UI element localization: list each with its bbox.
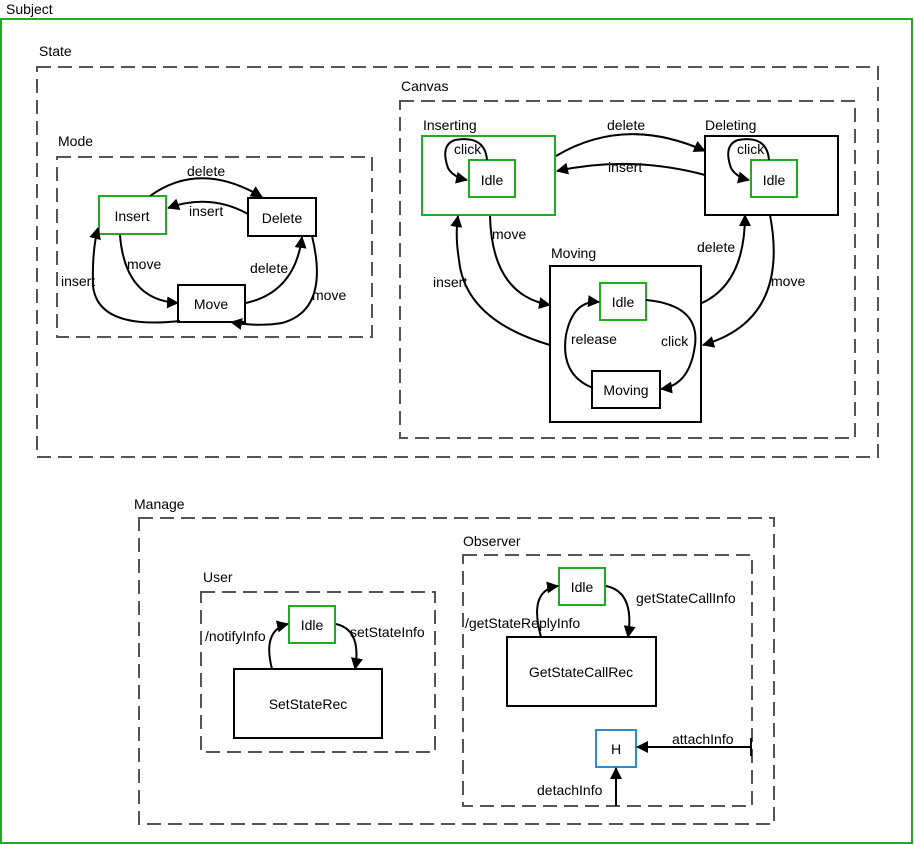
canvas-deleting-idle xyxy=(750,159,798,198)
user-edge-to-idle-label: /notifyInfo xyxy=(205,628,266,644)
canvas-region xyxy=(399,100,856,439)
observer-detach-label: detachInfo xyxy=(537,782,603,798)
state-region-title: State xyxy=(39,43,72,59)
observer-idle-label: Idle xyxy=(571,579,594,595)
canvas-inserting-state xyxy=(421,135,556,216)
mode-insert-state xyxy=(98,195,167,235)
observer-edge-to-state xyxy=(605,585,636,638)
canvas-moving-idle xyxy=(599,282,647,321)
canvas-edge-inserting-to-moving xyxy=(489,215,551,310)
canvas-edge-inserting-to-moving-label: move xyxy=(492,226,526,242)
canvas-moving-click-label: click xyxy=(661,333,689,349)
state-region xyxy=(36,66,879,458)
canvas-moving-inner-state xyxy=(591,370,661,409)
observer-region xyxy=(462,554,753,807)
mode-region-title: Mode xyxy=(58,133,93,149)
canvas-moving-label: Moving xyxy=(551,245,596,261)
canvas-moving-idle-label: Idle xyxy=(612,294,635,310)
user-idle-label: Idle xyxy=(301,617,324,633)
mode-edge-move-to-delete-label: delete xyxy=(250,260,288,276)
canvas-inserting-click-loop xyxy=(444,138,488,184)
observer-getstatecallrec-state xyxy=(506,636,657,707)
mode-edge-delete-to-move xyxy=(230,235,318,330)
mode-edge-move-to-insert xyxy=(89,227,181,324)
user-region-title: User xyxy=(203,569,233,585)
mode-edge-insert-to-delete-label: delete xyxy=(187,163,225,179)
manage-region-title: Manage xyxy=(134,496,185,512)
canvas-edge-deleting-to-inserting-label: insert xyxy=(608,159,642,175)
canvas-deleting-click-loop xyxy=(727,138,770,184)
observer-attach-label: attachInfo xyxy=(672,731,734,747)
canvas-moving-click-edge xyxy=(645,299,697,394)
canvas-deleting-label: Deleting xyxy=(705,117,756,133)
canvas-deleting-idle-label: Idle xyxy=(763,172,786,188)
user-edge-to-state xyxy=(335,623,363,670)
user-region xyxy=(200,591,436,753)
user-idle-state xyxy=(288,605,336,644)
manage-region xyxy=(138,517,775,825)
observer-edge-to-idle xyxy=(536,581,559,638)
observer-getstatecallrec-label: GetStateCallRec xyxy=(529,664,633,680)
canvas-inserting-click-label: click xyxy=(454,141,482,157)
mode-edge-move-to-delete xyxy=(245,236,307,304)
mode-edge-delete-to-insert-label: insert xyxy=(189,203,223,219)
subject-frame xyxy=(0,18,913,844)
user-setstaterec-state xyxy=(233,668,383,739)
user-edge-to-idle xyxy=(268,620,289,670)
mode-move-label: Move xyxy=(194,296,228,312)
mode-edge-delete-to-insert xyxy=(167,198,249,215)
mode-edge-insert-to-delete xyxy=(149,177,263,198)
canvas-moving-inner-label: Moving xyxy=(603,382,648,398)
mode-delete-label: Delete xyxy=(262,210,303,226)
subject-title: Subject xyxy=(6,1,53,17)
observer-edge-to-idle-label: /getStateReplyInfo xyxy=(465,615,580,631)
observer-idle-state xyxy=(558,567,606,606)
canvas-inserting-label: Inserting xyxy=(423,117,477,133)
mode-insert-label: Insert xyxy=(114,208,149,224)
canvas-edge-deleting-to-inserting xyxy=(556,162,706,176)
user-edge-to-state-label: setStateInfo xyxy=(350,624,425,640)
canvas-edge-moving-to-inserting-label: insert xyxy=(433,274,467,290)
canvas-edge-moving-to-inserting xyxy=(450,215,551,346)
canvas-edge-inserting-to-deleting xyxy=(555,133,706,157)
canvas-edge-moving-to-deleting-label: delete xyxy=(697,239,735,255)
canvas-moving-release-label: release xyxy=(571,331,617,347)
canvas-moving-release-edge xyxy=(564,295,600,389)
observer-region-title: Observer xyxy=(463,533,521,549)
mode-edge-move-to-insert-label: insert xyxy=(61,273,95,289)
canvas-edge-deleting-to-moving xyxy=(702,214,775,348)
mode-delete-state xyxy=(247,197,317,237)
canvas-inserting-idle xyxy=(468,159,516,198)
user-setstaterec-label: SetStateRec xyxy=(269,696,348,712)
observer-history-label: H xyxy=(611,741,621,757)
mode-edge-insert-to-move-label: move xyxy=(127,256,161,272)
mode-edge-delete-to-move-label: move xyxy=(312,287,346,303)
observer-edge-to-state-label: getStateCallInfo xyxy=(636,590,736,606)
mode-region xyxy=(56,156,373,338)
mode-edge-insert-to-move xyxy=(119,234,179,309)
mode-move-state xyxy=(177,284,246,323)
canvas-edge-deleting-to-moving-label: move xyxy=(771,273,805,289)
canvas-edge-inserting-to-deleting-label: delete xyxy=(607,117,645,133)
canvas-deleting-click-label: click xyxy=(737,141,765,157)
canvas-region-title: Canvas xyxy=(401,78,448,94)
canvas-edge-moving-to-deleting xyxy=(701,214,751,304)
canvas-inserting-idle-label: Idle xyxy=(481,172,504,188)
